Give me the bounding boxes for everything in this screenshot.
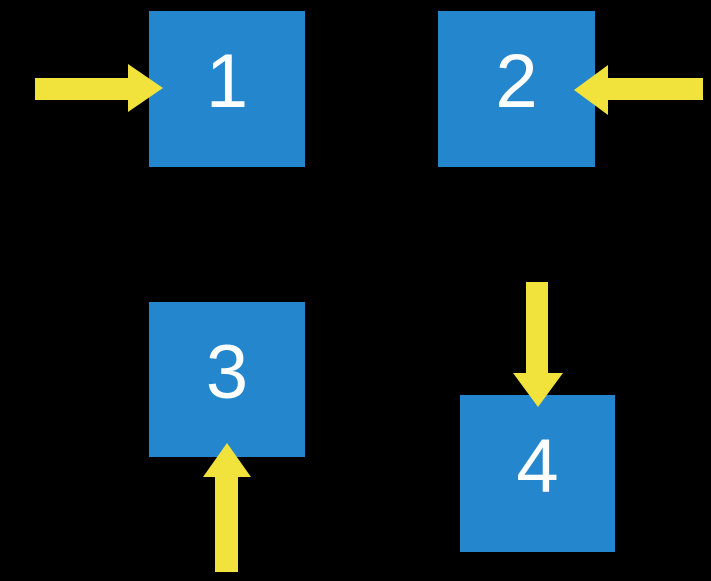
- arrow-up-head: [203, 443, 251, 477]
- square-2-label: 2: [495, 39, 538, 124]
- square-1: 1: [149, 11, 305, 167]
- arrow-up-shaft: [215, 477, 238, 572]
- square-1-label: 1: [205, 39, 249, 124]
- arrow-right-shaft: [35, 78, 128, 100]
- arrow-down-shaft: [526, 282, 548, 375]
- arrow-left-head: [574, 65, 608, 115]
- arrow-left-shaft: [608, 78, 703, 100]
- square-2: 2: [438, 11, 595, 167]
- square-4: 4: [460, 395, 615, 552]
- square-3-label: 3: [205, 329, 249, 415]
- square-4-label: 4: [516, 423, 559, 509]
- arrow-down-head: [513, 373, 563, 407]
- arrow-right-head: [128, 64, 163, 112]
- square-3: 3: [149, 302, 305, 457]
